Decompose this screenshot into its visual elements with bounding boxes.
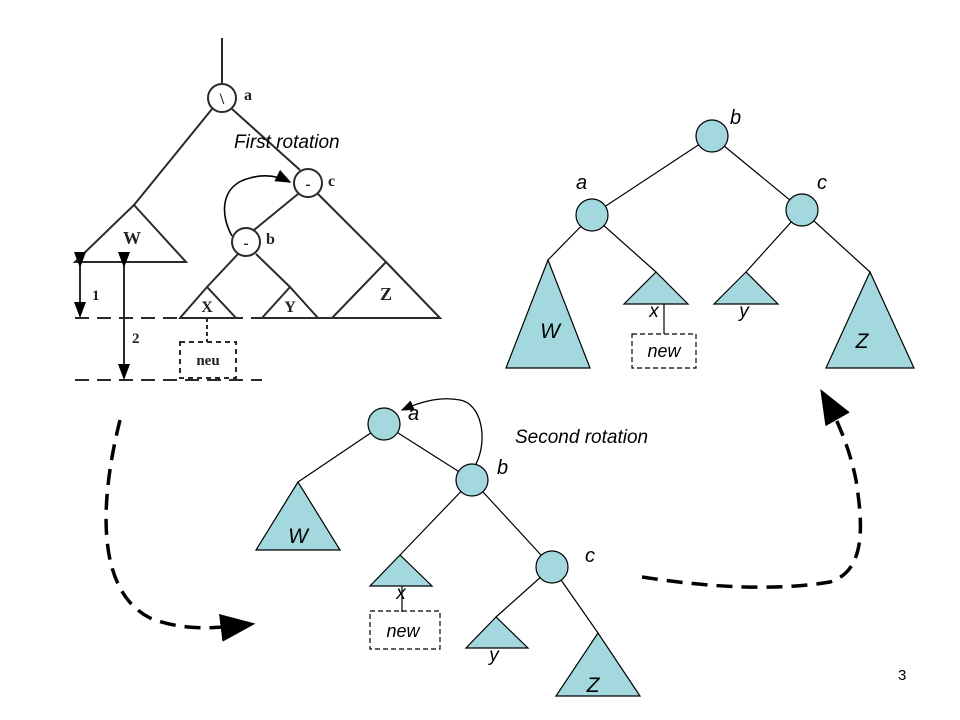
subtree-w-triangle: [72, 203, 189, 263]
new-box-first-label: neu: [196, 353, 219, 369]
subtree-x-label: X: [201, 299, 213, 316]
label-b: b: [730, 107, 741, 129]
new-box-label: new: [386, 621, 420, 641]
balanced-tree: [505, 119, 915, 369]
edge-c-z: [317, 193, 387, 263]
balanced-tree-labels: b a c W x y Z new: [540, 107, 870, 361]
subtree-x-label: x: [395, 583, 407, 604]
new-box-label: new: [647, 341, 681, 361]
first-rotation-figure: [72, 38, 443, 381]
subtree-w-triangle: [505, 258, 591, 369]
node-a: [367, 407, 401, 441]
edge-a-c: [231, 108, 301, 171]
subtree-y-triangle: [712, 271, 780, 305]
edge-a-w: [297, 423, 385, 483]
label-b: b: [497, 457, 508, 479]
node-c-symbol: -: [305, 176, 310, 193]
edge-b-a: [591, 135, 713, 216]
second-rotation-caption: Second rotation: [515, 427, 648, 448]
new-node-box: [631, 333, 697, 369]
new-node-box-first: [179, 341, 237, 379]
node-a-symbol: \: [219, 91, 225, 108]
height-2-label: 2: [132, 331, 140, 347]
new-node-box: [369, 610, 441, 650]
subtree-y-label: Y: [284, 299, 296, 316]
edge-c-b: [253, 193, 299, 231]
node-c-label: c: [328, 173, 335, 190]
edge-a-w: [133, 108, 213, 206]
node-b-symbol: -: [243, 235, 248, 252]
node-a-label: a: [244, 87, 252, 104]
edge-b-x: [206, 253, 239, 288]
node-c: [293, 168, 323, 198]
subtree-z-label: Z: [586, 674, 601, 697]
second-rotation-tree: [254, 407, 642, 697]
second-rotation-labels: a b c W x y Z new: [288, 403, 601, 697]
edge-b-x: [399, 479, 473, 556]
subtree-w-label: W: [540, 320, 562, 343]
subtree-x-triangle: [622, 271, 690, 305]
node-b: [695, 119, 729, 153]
edge-a-b: [383, 423, 473, 481]
subtree-y-label: y: [487, 645, 500, 666]
subtree-y-triangle: [464, 616, 530, 649]
height-1-label: 1: [92, 288, 100, 304]
node-b-label: b: [266, 231, 275, 248]
subtree-z-triangle: [554, 631, 642, 697]
label-c: c: [817, 172, 827, 194]
second-rotation-arrow: [400, 398, 483, 465]
subtree-y-label: y: [737, 301, 750, 322]
flow-arrow-right: [641, 388, 863, 589]
node-b: [455, 463, 489, 497]
subtree-z-triangle: [825, 270, 915, 369]
subtree-z-label: Z: [380, 284, 392, 304]
node-a: [207, 83, 237, 113]
edge-b-c: [711, 135, 803, 211]
node-b: [231, 227, 261, 257]
label-a: a: [576, 172, 587, 194]
first-rotation-arrow: [223, 169, 292, 237]
edge-b-c: [471, 479, 553, 568]
node-a: [575, 198, 609, 232]
subtree-y-triangle: [259, 285, 321, 319]
subtree-w-label: W: [288, 525, 310, 548]
node-c: [785, 193, 819, 227]
subtree-x-label: x: [648, 301, 660, 322]
label-c: c: [585, 545, 595, 567]
first-rotation-labels: \ a - c - b W X Y Z 1 2 neu: [92, 87, 392, 369]
subtree-w-triangle: [254, 480, 342, 551]
flow-arrow-left: [104, 419, 256, 642]
subtree-w-label: W: [123, 228, 141, 248]
first-rotation-caption: First rotation: [234, 132, 340, 153]
label-a: a: [408, 403, 419, 425]
edge-b-y: [255, 253, 291, 288]
node-c: [535, 550, 569, 584]
slide-number: 3: [898, 667, 906, 684]
subtree-x-triangle: [368, 554, 434, 587]
subtree-z-label: Z: [855, 330, 870, 353]
